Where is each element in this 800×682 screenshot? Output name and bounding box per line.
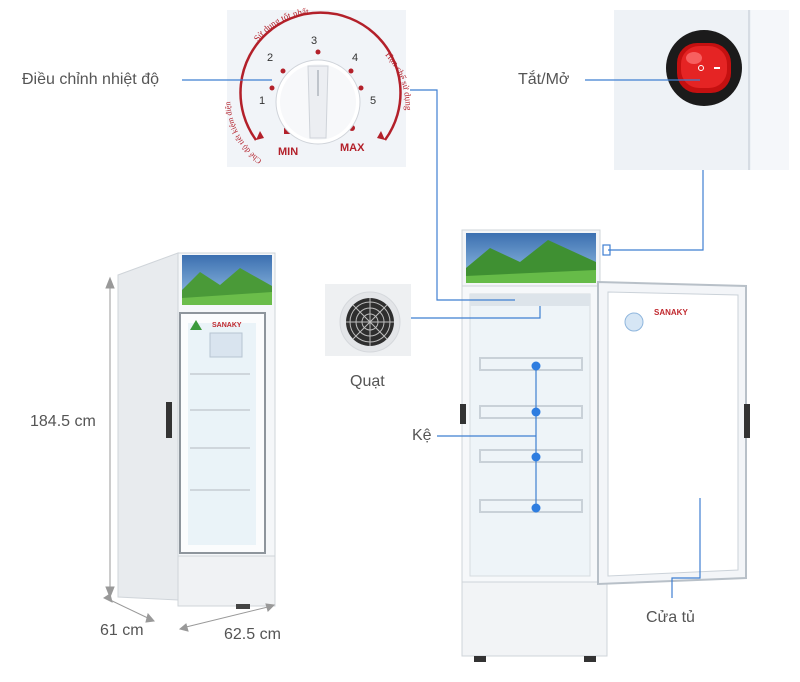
fan-panel (325, 284, 411, 356)
right-brand-label: SANAKY (654, 308, 688, 317)
label-fan: Quạt (350, 373, 385, 390)
label-shelf: Kệ (412, 427, 432, 444)
dial-number-1: 1 (259, 95, 265, 107)
dimension-lines (103, 276, 276, 632)
label-door: Cửa tủ (646, 609, 695, 626)
temperature-dial-panel: Sử dụng tốt nhất Hạn chế sử dụng Chế độ … (223, 6, 414, 167)
dial-number-3: 3 (311, 35, 317, 47)
dial-min: MIN (278, 146, 298, 158)
label-power: Tắt/Mở (518, 71, 570, 88)
dial-number-2: 2 (267, 52, 273, 64)
label-width: 62.5 cm (224, 626, 281, 643)
label-temperature: Điều chỉnh nhiệt độ (22, 71, 159, 88)
dial-number-4: 4 (352, 52, 358, 64)
fridge-open: SANAKY (460, 229, 750, 662)
callout-lines (182, 79, 704, 598)
label-height: 184.5 cm (30, 413, 96, 430)
label-depth: 61 cm (100, 622, 144, 639)
dial-number-5: 5 (370, 95, 376, 107)
power-switch-panel (614, 10, 789, 170)
fridge-closed: SANAKY (117, 252, 276, 609)
left-brand-label: SANAKY (212, 322, 242, 329)
dial-max: MAX (340, 142, 365, 154)
shelf-dots (531, 361, 541, 513)
